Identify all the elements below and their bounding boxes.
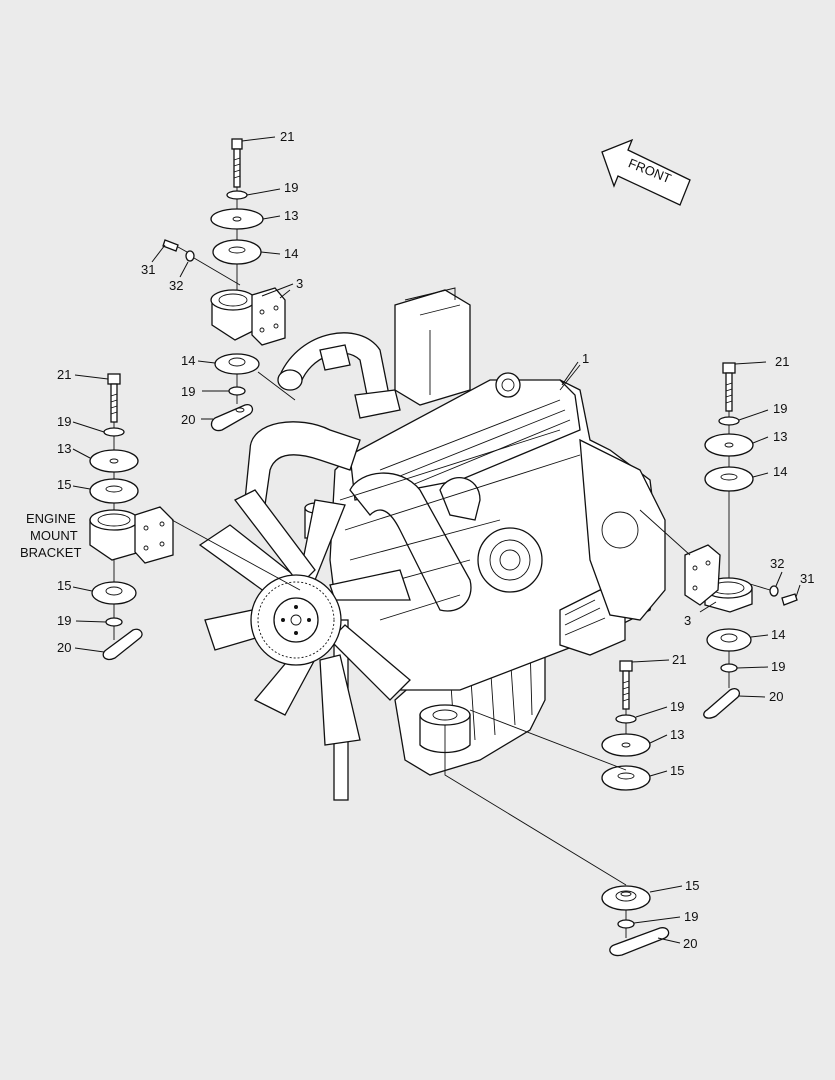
plate-13-c: [704, 433, 754, 457]
front-mount-stack: [601, 660, 670, 957]
callout-19: 19: [773, 401, 787, 416]
rubber-14-a: [212, 239, 262, 265]
washer-19-a: [226, 190, 248, 200]
engine-mount-bracket: [134, 506, 174, 564]
callout-15: 15: [670, 763, 684, 778]
callout-20: 20: [683, 936, 697, 951]
callout-15: 15: [57, 477, 71, 492]
intake-pipe: [279, 332, 391, 411]
bracket-label-line-2: MOUNT: [30, 528, 78, 543]
callout-19: 19: [670, 699, 684, 714]
flywheel-housing: [579, 438, 666, 621]
callout-19: 19: [284, 180, 298, 195]
bracket-label-line-3: BRACKET: [20, 545, 81, 560]
rubber-15-a: [89, 478, 139, 504]
rubber-14-c: [704, 466, 754, 492]
bracket-3-a: [251, 287, 286, 346]
callout-15: 15: [685, 878, 699, 893]
callout-20: 20: [57, 640, 71, 655]
rubber-14-b: [214, 353, 260, 375]
crossover-hose: [244, 421, 361, 506]
callout-3: 3: [296, 276, 303, 291]
nutplate-20-a: [210, 404, 254, 432]
plate-13-d: [601, 733, 651, 757]
callout-15: 15: [57, 578, 71, 593]
plate-13-a: [210, 208, 264, 230]
callout-3: 3: [684, 613, 691, 628]
callout-14: 14: [181, 353, 195, 368]
callout-19: 19: [57, 613, 71, 628]
nutplate-20-c: [703, 688, 741, 719]
engine-assembly: [244, 287, 666, 801]
callout-13: 13: [57, 441, 71, 456]
callout-leaders: [72, 136, 801, 944]
callout-21: 21: [775, 354, 789, 369]
nutplate-20-b: [102, 628, 143, 661]
bracket-label-line-1: ENGINE: [26, 511, 76, 526]
callout-20: 20: [181, 412, 195, 427]
rubber-15-d: [601, 885, 651, 911]
callout-1: 1: [582, 351, 589, 366]
callout-19: 19: [771, 659, 785, 674]
nutplate-20-d: [609, 927, 670, 957]
callout-32: 32: [770, 556, 784, 571]
callout-19: 19: [181, 384, 195, 399]
rubber-15-b: [91, 581, 137, 605]
front-arrow: FRONT: [601, 138, 691, 206]
front-mount-pad: [419, 704, 471, 726]
turbocharger: [477, 527, 543, 593]
callout-14: 14: [773, 464, 787, 479]
rubber-14-d: [706, 628, 752, 652]
callout-31: 31: [141, 262, 155, 277]
callout-13: 13: [284, 208, 298, 223]
right-mount-stack: [684, 362, 798, 719]
callout-labels: 21 19 13 14 3 31 32 14 19 20 21 19 13 15…: [20, 129, 814, 951]
callout-13: 13: [670, 727, 684, 742]
callout-21: 21: [672, 652, 686, 667]
callout-31: 31: [800, 571, 814, 586]
cooling-fan: [198, 489, 411, 746]
callout-14: 14: [771, 627, 785, 642]
callout-21: 21: [280, 129, 294, 144]
callout-21: 21: [57, 367, 71, 382]
callout-14: 14: [284, 246, 298, 261]
left-mount-stack: [89, 373, 174, 661]
callout-13: 13: [773, 429, 787, 444]
intake-box: [394, 289, 471, 406]
assembly-lines: [171, 289, 691, 886]
callout-19: 19: [684, 909, 698, 924]
oil-filler-cap: [495, 372, 521, 398]
upper-mount-stack: [162, 138, 286, 432]
callout-20: 20: [769, 689, 783, 704]
rubber-15-c: [601, 765, 651, 791]
callout-19: 19: [57, 414, 71, 429]
charge-air-hose: [349, 472, 472, 612]
callout-32: 32: [169, 278, 183, 293]
plate-13-b: [89, 449, 139, 473]
